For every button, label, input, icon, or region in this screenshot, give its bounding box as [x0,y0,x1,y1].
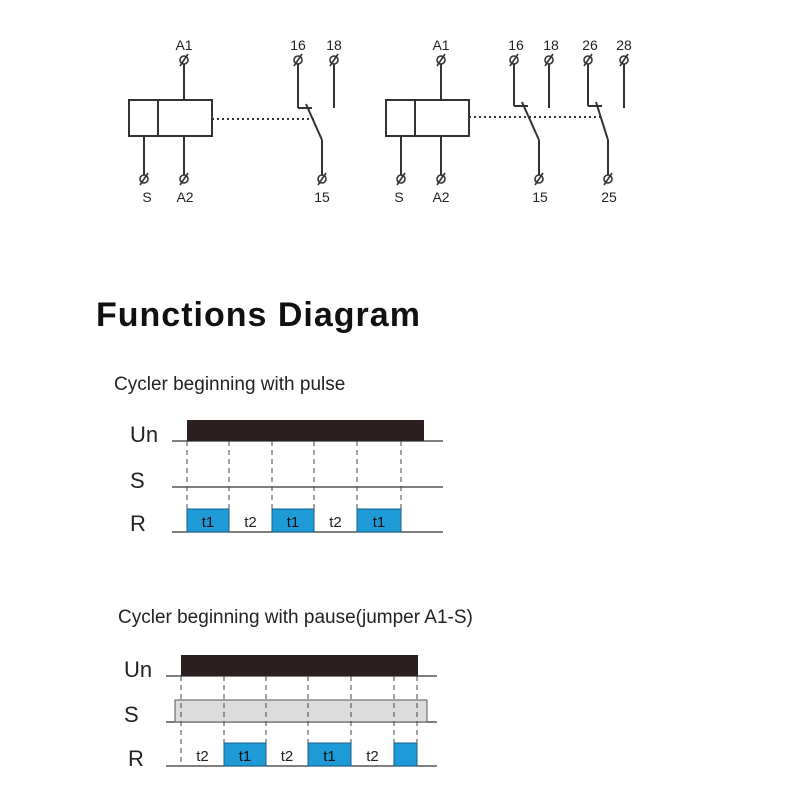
relay-coil-box [128,99,213,137]
terminal-symbols-double [396,53,629,186]
relay-on-segment [307,742,352,767]
un-supply-bar [181,655,418,676]
terminal-label-a2: A2 [176,189,193,205]
terminal-label-28: 28 [616,37,632,53]
terminal-labels-double: A1 16 18 26 28 S A2 15 25 [394,37,632,205]
relay-on-segment [356,508,402,533]
signal-label-un: Un [130,422,158,447]
relay-on-segment [186,508,230,533]
terminal-label-a1: A1 [175,37,192,53]
terminal-label-16: 16 [290,37,306,53]
terminal-label-16: 16 [508,37,524,53]
relay-off-label: t2 [366,748,379,765]
relay-off-label: t2 [244,514,257,531]
relay-on-segment [271,508,315,533]
signal-label-r: R [128,746,144,771]
relay-on-segment [223,742,267,767]
terminal-symbols-single [139,53,339,186]
terminal-label-a1: A1 [432,37,449,53]
switch-arm [305,103,323,141]
terminal-label-25: 25 [601,189,617,205]
relay-coil-box [385,99,470,137]
terminal-label-26: 26 [582,37,598,53]
relay-on-label: t1 [287,514,300,531]
relay-on-label: t1 [373,514,386,531]
signal-label-un: Un [124,657,152,682]
wiring-diagram-single [128,63,335,176]
switch-arm [595,101,609,141]
signal-label-s: S [124,702,139,727]
relay-segments: t1 t2 t1 t2 t1 [186,508,402,533]
terminal-label-18: 18 [326,37,342,53]
terminal-labels-single: A1 16 18 S A2 15 [142,37,342,205]
signal-label-s: S [130,468,145,493]
relay-on-label: t1 [239,748,252,765]
switch-arm [521,101,540,141]
relay-on-label: t1 [202,514,215,531]
relay-segments: t2 t1 t2 t1 t2 [196,742,418,767]
relay-off-label: t2 [281,748,294,765]
relay-on-segment [393,742,418,767]
wiring-diagram-double [385,63,625,176]
terminal-label-15: 15 [314,189,330,205]
terminal-label-18: 18 [543,37,559,53]
relay-off-label: t2 [329,514,342,531]
page-title: Functions Diagram [96,296,421,334]
terminal-label-a2: A2 [432,189,449,205]
un-supply-bar [187,420,424,441]
terminal-label-15: 15 [532,189,548,205]
s-active-bar [174,699,428,723]
timing-diagram-pause: Cycler beginning with pause(jumper A1-S)… [118,607,473,771]
relay-on-label: t1 [323,748,336,765]
timing-subtitle: Cycler beginning with pause(jumper A1-S) [118,607,473,628]
signal-label-r: R [130,511,146,536]
relay-off-label: t2 [196,748,209,765]
terminal-label-s: S [394,189,403,205]
terminal-label-s: S [142,189,151,205]
timing-subtitle: Cycler beginning with pulse [114,374,345,395]
